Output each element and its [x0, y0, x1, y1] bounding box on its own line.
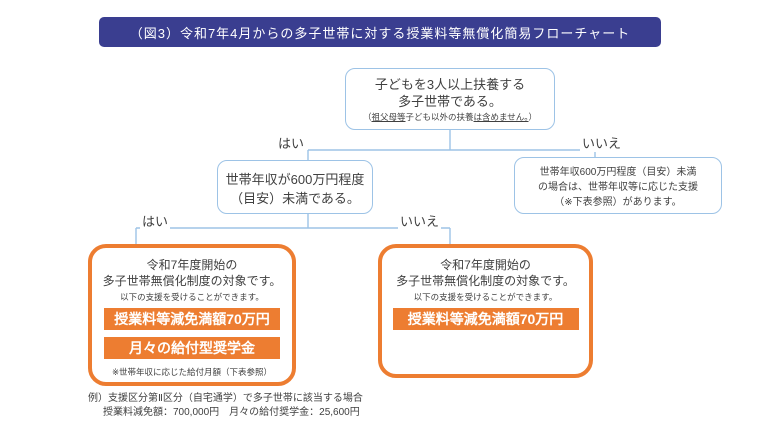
tuition-reduction-banner-left: 授業料等減免満額70万円 — [104, 308, 280, 330]
question-box-income: 世帯年収が600万円程度 （目安）未満である。 — [217, 160, 373, 214]
info-box-no-branch: 世帯年収600万円程度（目安）未満 の場合は、世帯年収等に応じた支援 （※下表参… — [514, 157, 722, 214]
note-underline-1: 祖父母等 — [371, 112, 406, 122]
branch1-connector — [307, 130, 596, 161]
question-line-2: 多子世帯である。 — [398, 94, 502, 109]
monthly-scholarship-banner: 月々の給付型奨学金 — [104, 337, 280, 359]
page-title: （図3）令和7年4月からの多子世帯に対する授業料等無償化簡易フローチャート — [99, 17, 661, 47]
income-line-1: 世帯年収が600万円程度 — [225, 172, 365, 187]
example-line-2: 授業料減免額：700,000円 月々の給付奨学金：25,600円 — [103, 407, 360, 418]
question-line-1: 子どもを3人以上扶養する — [374, 77, 526, 92]
no-branch-line-3: （※下表参照）があります。 — [554, 197, 682, 208]
example-note: 例）支援区分第Ⅱ区分（自宅通学）で多子世帯に該当する場合 授業料減免額：700,… — [88, 392, 363, 420]
income-line-2: （目安）未満である。 — [230, 191, 360, 206]
result-left-line-1: 令和7年度開始の — [146, 258, 238, 272]
result-box-right: 令和7年度開始の 多子世帯無償化制度の対象です。 以下の支援を受けることができま… — [378, 244, 593, 378]
no-branch-line-2: の場合は、世帯年収等に応じた支援 — [538, 182, 698, 193]
result-left-line-3: 以下の支援を受けることができます。 — [120, 292, 264, 302]
note-open: （ — [362, 112, 372, 122]
branch1-no-label: いいえ — [580, 133, 624, 152]
result-right-line-3: 以下の支援を受けることができます。 — [413, 292, 558, 302]
result-left-line-2: 多子世帯無償化制度の対象です。 — [102, 274, 282, 288]
tuition-reduction-banner-right: 授業料等減免満額70万円 — [392, 308, 579, 330]
note-middle: 子ども以外の扶養 — [405, 112, 474, 122]
question-note: （祖父母等子ども以外の扶養は含めません。） — [346, 110, 554, 124]
note-close: ） — [528, 112, 538, 122]
branch2-connector — [135, 214, 451, 246]
branch1-yes-label: はい — [276, 133, 307, 152]
example-line-1: 例）支援区分第Ⅱ区分（自宅通学）で多子世帯に該当する場合 — [88, 393, 363, 404]
result-right-line-1: 令和7年度開始の — [440, 258, 531, 272]
no-branch-line-1: 世帯年収600万円程度（目安）未満 — [539, 167, 697, 178]
result-right-line-2: 多子世帯無償化制度の対象です。 — [396, 274, 575, 288]
note-underline-2: は含めません。 — [473, 112, 529, 122]
result-box-left: 令和7年度開始の 多子世帯無償化制度の対象です。 以下の支援を受けることができま… — [88, 244, 296, 386]
branch2-no-label: いいえ — [398, 211, 442, 230]
question-box-multi-child: 子どもを3人以上扶養する 多子世帯である。 （祖父母等子ども以外の扶養は含めませ… — [345, 68, 555, 130]
branch2-yes-label: はい — [140, 211, 171, 230]
result-left-note: ※世帯年収に応じた給付月額（下表参照） — [111, 367, 273, 377]
